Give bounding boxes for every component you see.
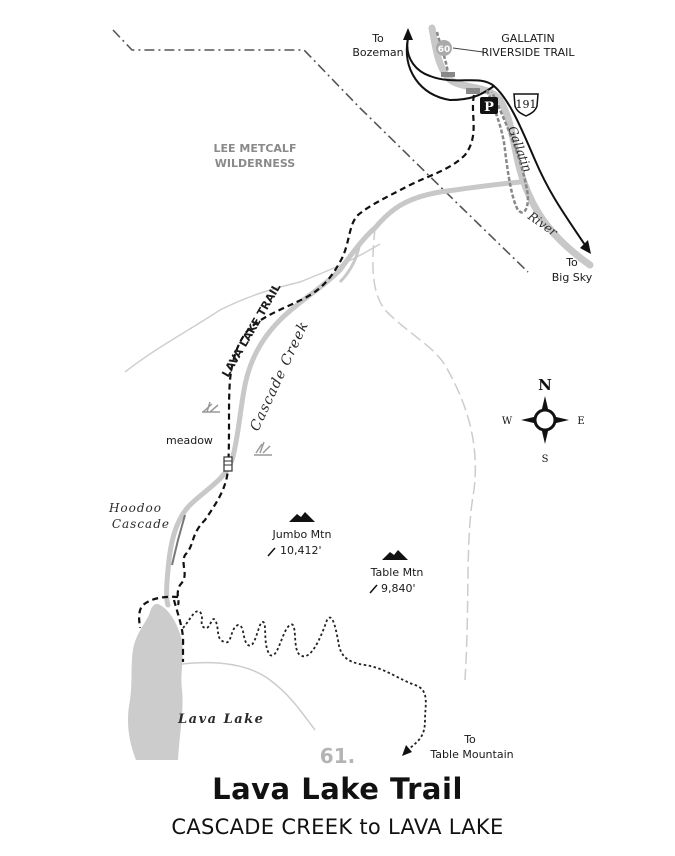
bridge-icon xyxy=(223,456,233,472)
hoodoo-label-1: Hoodoo xyxy=(108,501,162,515)
highway-shield-icon: 191 xyxy=(513,93,539,117)
svg-text:191: 191 xyxy=(516,98,537,111)
peak-name-jumbo: Jumbo Mtn xyxy=(272,528,332,541)
to-table-mountain-label-2: Table Mountain xyxy=(429,748,513,761)
arrow-to-big-sky-icon xyxy=(580,240,591,254)
svg-text:P: P xyxy=(484,100,494,115)
wilderness-label-2: WILDERNESS xyxy=(215,157,295,170)
to-bozeman-label-2: Bozeman xyxy=(352,46,403,59)
trail-marker-icon: 60 xyxy=(436,40,484,56)
lake-outlet-creek xyxy=(181,661,316,731)
page-title: Lava Lake Trail xyxy=(212,772,463,806)
table-mountain-trail xyxy=(182,610,427,749)
to-big-sky-label-2: Big Sky xyxy=(552,271,593,284)
waterfall-icon xyxy=(171,514,186,566)
peak-name-table: Table Mtn xyxy=(370,566,424,579)
road-loop xyxy=(405,37,495,102)
to-big-sky-label-1: To xyxy=(565,256,578,269)
peak-elevation-jumbo: 10,412' xyxy=(280,544,322,557)
lake-loop-trail xyxy=(138,595,179,629)
svg-text:N: N xyxy=(538,376,552,394)
svg-text:60: 60 xyxy=(438,45,451,55)
svg-text:S: S xyxy=(542,454,549,465)
gallatin-river xyxy=(428,24,594,269)
to-bozeman-label-1: To xyxy=(371,32,384,45)
trailhead-marker-1 xyxy=(441,72,455,77)
page-subtitle: CASCADE CREEK to LAVA LAKE xyxy=(171,815,504,839)
peak-elevation-table: 9,840' xyxy=(381,582,416,595)
arrow-to-table-mountain-icon xyxy=(402,745,412,756)
mountain-peak-icon xyxy=(289,512,408,560)
lava-lake xyxy=(128,603,183,760)
summit-pointer-icon xyxy=(267,547,378,594)
wilderness-label-1: LEE METCALF xyxy=(214,142,297,155)
to-table-mountain-label-1: To xyxy=(463,733,476,746)
creek-tributary xyxy=(338,241,362,284)
parking-icon: P xyxy=(480,97,498,115)
meadow-label: meadow xyxy=(166,434,213,447)
svg-text:W: W xyxy=(502,416,513,427)
cascade-creek xyxy=(164,179,523,608)
trailhead-marker-2 xyxy=(466,88,480,94)
hoodoo-label-2: Cascade xyxy=(112,517,170,531)
route-number: 61. xyxy=(319,744,356,768)
marsh-icon xyxy=(202,401,272,456)
us-191-road xyxy=(406,37,586,246)
arrow-to-bozeman-icon xyxy=(403,28,413,40)
creek-label: Cascade Creek xyxy=(247,319,312,434)
lava-lake-trail xyxy=(176,94,476,606)
ridge-line xyxy=(124,243,381,373)
svg-text:E: E xyxy=(577,416,584,427)
lake-label: Lava Lake xyxy=(177,712,264,727)
boundary-dashed-right xyxy=(372,227,477,681)
compass-rose-icon: N S W E xyxy=(502,376,585,465)
wilderness-boundary xyxy=(112,29,529,273)
riverside-trail-label-1: GALLATIN xyxy=(501,32,554,45)
riverside-trail-label-2: RIVERSIDE TRAIL xyxy=(482,46,576,59)
lake-east-trail xyxy=(172,599,185,662)
